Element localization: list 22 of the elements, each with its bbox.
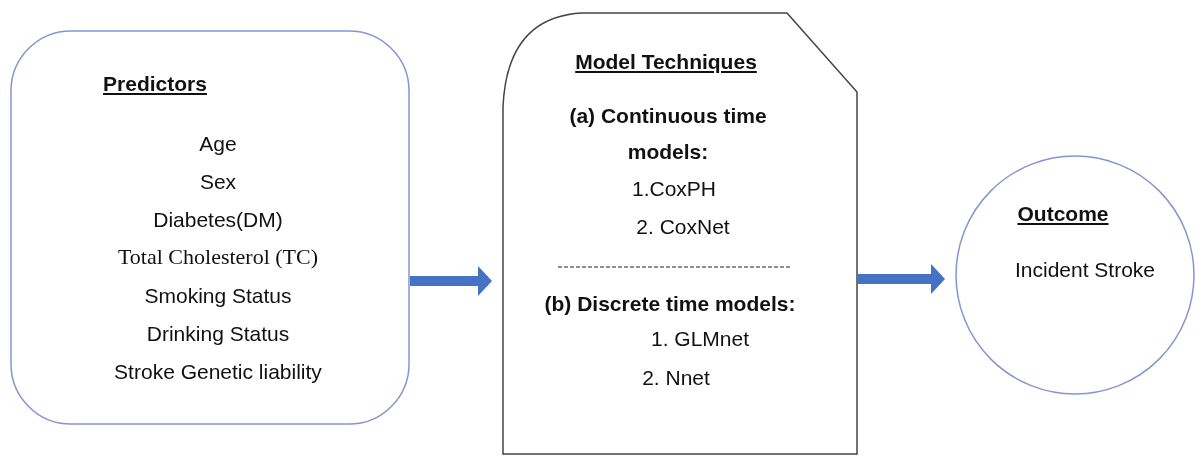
list-item: Drinking Status — [146, 321, 290, 347]
list-item: 2. Nnet — [642, 365, 710, 391]
list-item: Smoking Status — [144, 283, 292, 309]
list-item: 2. CoxNet — [636, 214, 730, 240]
heading: Outcome — [1017, 201, 1109, 227]
document-shape — [502, 12, 858, 455]
list-item: (b) Discrete time models: — [544, 291, 796, 317]
outcome-circle — [955, 155, 1195, 395]
heading: Model Techniques — [575, 49, 757, 75]
list-item: Sex — [199, 169, 237, 195]
list-item: Stroke Genetic liability — [114, 359, 322, 385]
block-arrow — [410, 266, 492, 296]
list-item: Diabetes(DM) — [153, 207, 283, 233]
list-item: Age — [199, 131, 237, 157]
list-item: Incident Stroke — [1014, 257, 1156, 283]
block-arrow — [858, 264, 945, 294]
heading: Predictors — [103, 71, 207, 97]
list-item: Total Cholesterol (TC) — [117, 243, 319, 271]
list-item: 1.CoxPH — [632, 176, 716, 202]
list-item: 1. GLMnet — [650, 326, 750, 352]
rounded-box — [10, 30, 410, 425]
list-item: (a) Continuous time models: — [568, 103, 768, 165]
